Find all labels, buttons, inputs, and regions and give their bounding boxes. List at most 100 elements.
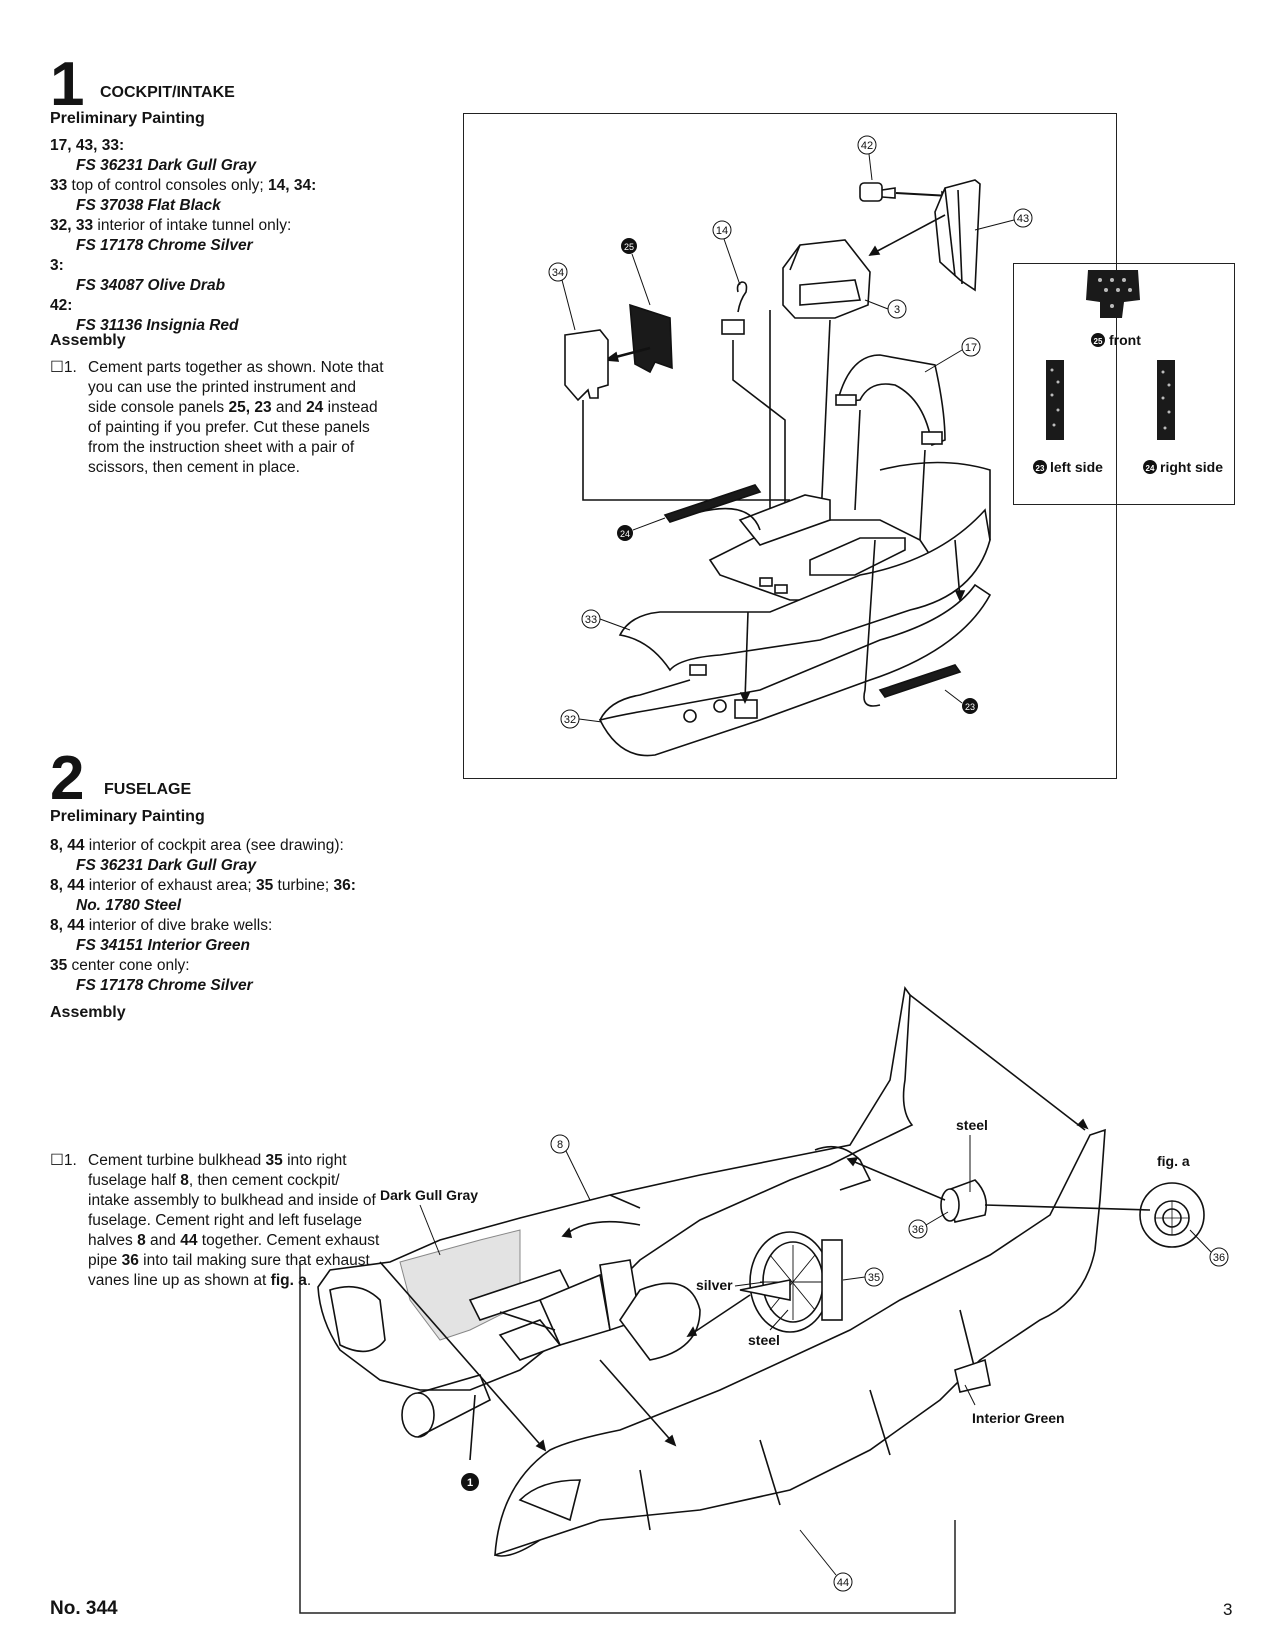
- cockpit-internal-shape: [468, 1259, 701, 1361]
- step1-painting-list: 17, 43, 33: FS 36231 Dark Gull Gray 33 t…: [50, 136, 450, 336]
- label-steel-top: steel: [956, 1117, 988, 1133]
- callout-43: 43: [1013, 208, 1033, 228]
- callout-24: 24: [617, 525, 633, 541]
- step2-labels: Dark Gull Gray steel silver steel Interi…: [380, 1117, 1190, 1426]
- left-side-label: 23 left side: [1033, 459, 1103, 475]
- label-dark-gull-gray: Dark Gull Gray: [380, 1187, 478, 1203]
- svg-text:8: 8: [557, 1139, 563, 1151]
- svg-text:17: 17: [965, 342, 977, 354]
- paint-color: FS 36231 Dark Gull Gray: [76, 857, 257, 874]
- painting-line: 17, 43, 33:: [50, 137, 125, 154]
- step1-title: COCKPIT/INTAKE: [100, 84, 235, 101]
- painting-line: 42:: [50, 297, 73, 314]
- paint-color: No. 1780 Steel: [76, 897, 182, 914]
- step2-callouts: 8 36 35 44 36 1: [461, 1134, 1229, 1592]
- part-33-shape: [618, 461, 991, 672]
- callout-17: 17: [961, 337, 981, 357]
- painting-line: 8, 44 interior of exhaust area; 35 turbi…: [50, 877, 356, 894]
- callout-14: 14: [712, 220, 732, 240]
- svg-text:42: 42: [861, 140, 873, 152]
- printed-panel-right: [1157, 360, 1175, 440]
- svg-text:35: 35: [868, 1272, 880, 1284]
- svg-text:33: 33: [585, 614, 597, 626]
- callout-34: 34: [548, 262, 568, 282]
- step1-diagram-frame: [463, 113, 1117, 779]
- callout-23: 23: [962, 698, 978, 714]
- part-32-shape: [598, 583, 992, 757]
- paint-color: FS 36231 Dark Gull Gray: [76, 157, 257, 174]
- step1-number: 1: [50, 50, 85, 119]
- part-14-shape: [721, 281, 748, 335]
- front-label: 25 front: [1091, 332, 1141, 348]
- svg-text:36: 36: [912, 1224, 924, 1236]
- painting-line: 35 center cone only:: [50, 957, 190, 974]
- svg-text:front: front: [1109, 332, 1141, 348]
- svg-text:44: 44: [837, 1577, 849, 1589]
- label-steel-mid: steel: [748, 1332, 780, 1348]
- svg-text:23: 23: [1036, 464, 1045, 473]
- right-side-label: 24 right side: [1143, 459, 1223, 475]
- step2-assembly-heading: Assembly: [50, 1004, 126, 1021]
- paint-color: FS 17178 Chrome Silver: [76, 237, 253, 254]
- callout-36-figa: 36: [1209, 1247, 1229, 1267]
- svg-text:3: 3: [894, 304, 900, 316]
- painting-line: 32, 33 interior of intake tunnel only:: [50, 217, 292, 234]
- paint-color: FS 37038 Flat Black: [76, 197, 221, 214]
- part-25-shape: [629, 303, 673, 374]
- turbine-35-shape: [739, 1231, 843, 1333]
- step1-assembly-item: ☐1. Cement parts together as shown. Note…: [50, 359, 384, 476]
- callout-33: 33: [581, 609, 601, 629]
- callout-1: 1: [461, 1473, 479, 1491]
- fuselage-half-44-shape: [494, 1128, 1106, 1557]
- model-number: No. 344: [50, 1598, 118, 1619]
- step2-title: FUSELAGE: [104, 781, 192, 798]
- part-3-shape: [782, 239, 871, 319]
- svg-text:right side: right side: [1160, 459, 1223, 475]
- intake-pipe-shape: [401, 1374, 492, 1438]
- paint-color: FS 17178 Chrome Silver: [76, 977, 253, 994]
- exhaust-pipe-36-shape: [940, 1179, 988, 1223]
- callout-8: 8: [550, 1134, 570, 1154]
- svg-text:32: 32: [564, 714, 576, 726]
- painting-line: 33 top of control consoles only; 14, 34:: [50, 177, 317, 194]
- svg-text:left side: left side: [1050, 459, 1103, 475]
- svg-text:25: 25: [1094, 337, 1103, 346]
- svg-text:36: 36: [1213, 1252, 1225, 1264]
- svg-text:14: 14: [716, 225, 728, 237]
- step2-painting-list: 8, 44 interior of cockpit area (see draw…: [50, 836, 470, 996]
- svg-text:43: 43: [1017, 213, 1029, 225]
- label-fig-a: fig. a: [1157, 1153, 1190, 1169]
- painting-line: 3:: [50, 257, 64, 274]
- svg-text:25: 25: [624, 242, 634, 252]
- painting-line: 8, 44 interior of dive brake wells:: [50, 917, 273, 934]
- label-silver: silver: [696, 1277, 733, 1293]
- callout-42: 42: [857, 135, 877, 155]
- step1-callouts: 42 43 14 25 34 3 17 24 33 32 23: [548, 135, 1033, 729]
- svg-text:24: 24: [620, 529, 630, 539]
- step2-prelim-heading: Preliminary Painting: [50, 808, 205, 825]
- callout-44: 44: [833, 1572, 853, 1592]
- step2-assembly-item: ☐1. Cement turbine bulkhead 35 into righ…: [50, 1152, 380, 1289]
- callout-36-main: 36: [908, 1219, 928, 1239]
- step2-number: 2: [50, 744, 85, 813]
- svg-text:1: 1: [467, 1477, 473, 1489]
- printed-panels-inset: [1013, 263, 1235, 505]
- page-number: 3: [1223, 1600, 1233, 1619]
- callout-25: 25: [621, 238, 637, 254]
- part-34-shape: [564, 329, 609, 402]
- fig-a-shape: [1139, 1182, 1205, 1248]
- painting-line: 8, 44 interior of cockpit area (see draw…: [50, 837, 344, 854]
- step1-assembly-heading: Assembly: [50, 332, 126, 349]
- step1-prelim-heading: Preliminary Painting: [50, 110, 205, 127]
- part-17-shape: [835, 354, 946, 447]
- printed-panel-front: [1086, 270, 1140, 318]
- label-interior-green: Interior Green: [972, 1410, 1065, 1426]
- paint-color: FS 34087 Olive Drab: [76, 277, 226, 294]
- paint-color: FS 31136 Insignia Red: [76, 317, 239, 334]
- svg-text:24: 24: [1146, 464, 1155, 473]
- svg-text:23: 23: [965, 702, 975, 712]
- callout-35: 35: [864, 1267, 884, 1287]
